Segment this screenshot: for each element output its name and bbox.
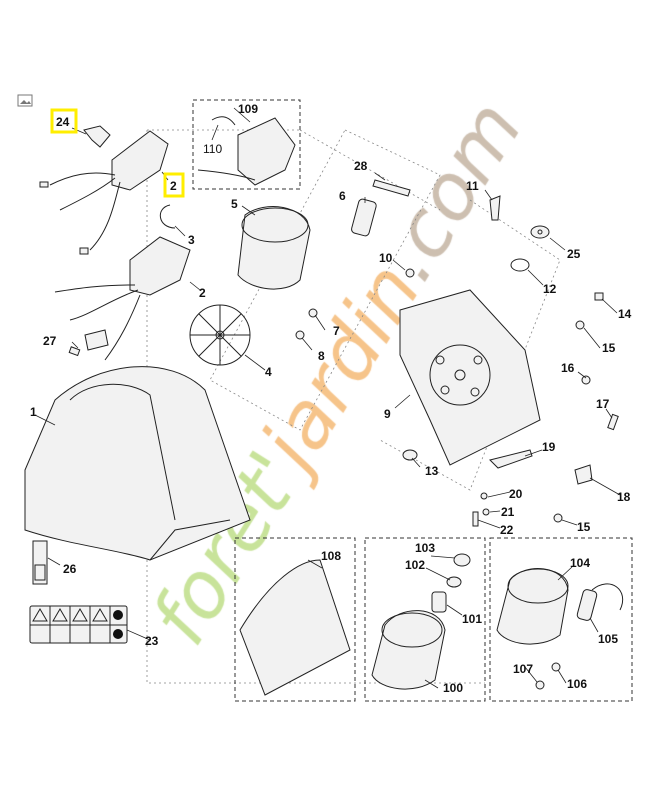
callout-22[interactable]: 22 <box>500 523 514 537</box>
callout-5[interactable]: 5 <box>231 197 238 211</box>
callout-17[interactable]: 17 <box>596 397 610 411</box>
callout-1[interactable]: 1 <box>30 405 37 419</box>
callout-18[interactable]: 18 <box>617 490 631 504</box>
callout-110[interactable]: 110 <box>203 142 222 156</box>
part-6-capacitor[interactable] <box>351 198 377 237</box>
callout-103[interactable]: 103 <box>415 541 435 555</box>
callout-20[interactable]: 20 <box>509 487 523 501</box>
part-24-clip[interactable] <box>83 125 111 148</box>
part-107-nut[interactable] <box>535 680 545 690</box>
part-104-motor[interactable] <box>496 568 569 645</box>
callout-19[interactable]: 19 <box>542 440 556 454</box>
part-4-fan[interactable] <box>189 304 251 366</box>
part-5-motor[interactable] <box>237 206 311 290</box>
part-2-switch-housing-lower[interactable] <box>54 236 191 361</box>
callout-23[interactable]: 23 <box>145 634 159 648</box>
part-27-connector[interactable] <box>68 346 81 357</box>
kit-box-104 <box>489 537 633 702</box>
callout-21[interactable]: 21 <box>501 505 515 519</box>
callout-2[interactable]: 2 <box>170 179 177 193</box>
part-25-washer[interactable] <box>530 225 550 239</box>
part-109-housing[interactable] <box>197 116 296 186</box>
part-15-screw-lower[interactable] <box>553 513 563 523</box>
part-1-cover[interactable] <box>24 366 251 561</box>
part-108-cover[interactable] <box>239 559 351 696</box>
callout-104[interactable]: 104 <box>570 556 590 570</box>
part-3-ring[interactable] <box>160 204 176 229</box>
callout-8[interactable]: 8 <box>318 349 325 363</box>
part-106-washer[interactable] <box>551 662 561 672</box>
callout-4[interactable]: 4 <box>265 365 272 379</box>
part-101-bushing[interactable] <box>431 591 447 613</box>
callout-13[interactable]: 13 <box>425 464 439 478</box>
callout-108[interactable]: 108 <box>321 549 341 563</box>
part-9-motor-plate[interactable] <box>399 289 541 466</box>
highlight-24 <box>50 108 78 134</box>
callout-11[interactable]: 11 <box>466 179 479 193</box>
callout-14[interactable]: 14 <box>618 307 632 321</box>
part-12-oring[interactable] <box>510 258 530 272</box>
part-26-manual[interactable] <box>32 540 48 585</box>
part-14-clip[interactable] <box>594 292 604 301</box>
callout-16[interactable]: 16 <box>561 361 575 375</box>
callout-25[interactable]: 25 <box>567 247 581 261</box>
callout-26[interactable]: 26 <box>63 562 77 576</box>
callout-2-lower[interactable]: 2 <box>199 286 206 300</box>
image-icon[interactable] <box>17 94 33 107</box>
part-11-screw[interactable] <box>489 195 501 221</box>
callout-106[interactable]: 106 <box>567 677 587 691</box>
part-23-warning-labels[interactable] <box>29 605 128 644</box>
housing-outline <box>209 129 441 431</box>
callout-28[interactable]: 28 <box>354 159 368 173</box>
part-20-washer[interactable] <box>480 492 488 500</box>
part-19-bracket[interactable] <box>489 449 533 469</box>
callout-102[interactable]: 102 <box>405 558 425 572</box>
callout-107[interactable]: 107 <box>513 662 533 676</box>
assembly-outline <box>146 129 485 684</box>
callout-7[interactable]: 7 <box>333 324 340 338</box>
leader-lines <box>34 107 621 689</box>
kit-box-100 <box>364 537 486 702</box>
part-105-capacitor[interactable] <box>576 583 624 621</box>
part-15-screw[interactable] <box>575 320 585 330</box>
kit-box-108 <box>234 537 356 702</box>
callout-3[interactable]: 3 <box>188 233 195 247</box>
part-22-screw[interactable] <box>472 511 479 527</box>
callout-27[interactable]: 27 <box>43 334 57 348</box>
callout-6[interactable]: 6 <box>339 189 346 203</box>
part-16-nut[interactable] <box>581 375 591 385</box>
part-102-washer[interactable] <box>446 576 462 588</box>
callout-105[interactable]: 105 <box>598 632 618 646</box>
callout-15-lower[interactable]: 15 <box>577 520 591 534</box>
callout-15[interactable]: 15 <box>602 341 616 355</box>
part-2-switch-housing[interactable] <box>39 130 169 255</box>
part-21-washer[interactable] <box>482 508 490 516</box>
part-17-fuse[interactable] <box>607 413 619 431</box>
part-8-nut[interactable] <box>295 330 305 340</box>
callout-12[interactable]: 12 <box>543 282 557 296</box>
callout-101[interactable]: 101 <box>462 612 482 626</box>
callout-24[interactable]: 24 <box>56 115 70 129</box>
callout-100[interactable]: 100 <box>443 681 463 695</box>
callout-9[interactable]: 9 <box>384 407 391 421</box>
part-28-bracket[interactable] <box>372 179 411 197</box>
part-103-seal[interactable] <box>453 553 471 567</box>
part-100-motor[interactable] <box>371 610 446 690</box>
highlight-2 <box>163 172 185 198</box>
part-13-grommet[interactable] <box>402 449 418 461</box>
part-18-clamp[interactable] <box>574 464 593 485</box>
callout-109[interactable]: 109 <box>238 102 258 116</box>
callout-10[interactable]: 10 <box>379 251 393 265</box>
part-10-screw[interactable] <box>405 268 415 278</box>
